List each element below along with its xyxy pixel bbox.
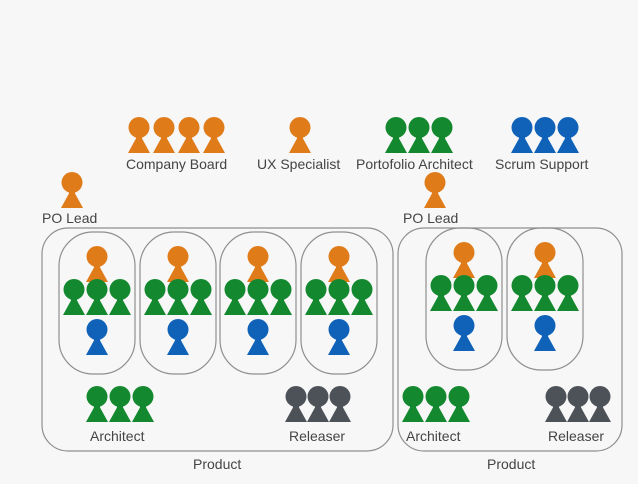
- releaser-person-icon: [567, 386, 589, 422]
- team-member-green-icon: [224, 279, 246, 315]
- team-member-green-icon: [167, 279, 189, 315]
- scrum-support-person-icon: [511, 117, 533, 153]
- ux-specialist-person-icon: [289, 117, 311, 153]
- releaser-person-icon: [329, 386, 351, 422]
- company-board-person-icon: [128, 117, 150, 153]
- po-lead-label-2: PO Lead: [403, 210, 459, 226]
- ux-specialist-label: UX Specialist: [257, 156, 341, 172]
- portfolio-architect-person-icon: [385, 117, 407, 153]
- team-member-green-icon: [247, 279, 269, 315]
- portfolio-architect-label: Portofolio Architect: [356, 156, 473, 172]
- team-member-orange-icon: [86, 246, 108, 282]
- team-member-green-icon: [430, 275, 452, 311]
- company-board-person-icon: [178, 117, 200, 153]
- architect-person-icon: [86, 386, 108, 422]
- team-member-orange-icon: [247, 246, 269, 282]
- team-member-green-icon: [476, 275, 498, 311]
- portfolio-architect-person-icon: [431, 117, 453, 153]
- team-member-orange-icon: [328, 246, 350, 282]
- releaser-person-icon: [545, 386, 567, 422]
- team-pod: [58, 231, 136, 375]
- team-member-green-icon: [305, 279, 327, 315]
- team-member-green-icon: [351, 279, 373, 315]
- team-member-blue-icon: [534, 315, 556, 351]
- po-lead-person-icon: [424, 172, 446, 208]
- architect-person-icon: [425, 386, 447, 422]
- team-member-blue-icon: [453, 315, 475, 351]
- po-lead-person-icon: [61, 172, 83, 208]
- team-member-orange-icon: [167, 246, 189, 282]
- team-member-green-icon: [190, 279, 212, 315]
- team-member-blue-icon: [328, 319, 350, 355]
- company-board-person-icon: [153, 117, 175, 153]
- scrum-support-label: Scrum Support: [495, 156, 589, 172]
- architect-person-icon: [132, 386, 154, 422]
- team-member-green-icon: [270, 279, 292, 315]
- scrum-support-person-icon: [534, 117, 556, 153]
- scrum-support-person-icon: [557, 117, 579, 153]
- team-pod: [139, 231, 217, 375]
- team-member-blue-icon: [167, 319, 189, 355]
- team-pod: [506, 227, 584, 371]
- architect-person-icon: [448, 386, 470, 422]
- team-member-green-icon: [534, 275, 556, 311]
- team-pod: [219, 231, 297, 375]
- architect-person-icon: [402, 386, 424, 422]
- architect-person-icon: [109, 386, 131, 422]
- po-lead-label-1: PO Lead: [42, 210, 98, 226]
- team-member-orange-icon: [534, 242, 556, 278]
- releaser-person-icon: [589, 386, 611, 422]
- team-member-green-icon: [144, 279, 166, 315]
- team-member-green-icon: [557, 275, 579, 311]
- releaser-person-icon: [285, 386, 307, 422]
- company-board-label: Company Board: [126, 156, 228, 172]
- team-member-green-icon: [86, 279, 108, 315]
- releaser-person-icon: [307, 386, 329, 422]
- releaser-label-2: Releaser: [548, 428, 605, 444]
- team-member-green-icon: [63, 279, 85, 315]
- product-frame-1: [41, 227, 394, 452]
- team-pod: [300, 231, 378, 375]
- team-member-green-icon: [328, 279, 350, 315]
- team-pod: [425, 227, 503, 371]
- releaser-label-1: Releaser: [289, 428, 346, 444]
- team-member-blue-icon: [247, 319, 269, 355]
- team-member-green-icon: [109, 279, 131, 315]
- portfolio-architect-person-icon: [408, 117, 430, 153]
- product-label-2: Product: [487, 456, 536, 472]
- architect-label-1: Architect: [90, 428, 145, 444]
- company-board-person-icon: [203, 117, 225, 153]
- product-frame-2: [397, 227, 623, 452]
- team-member-orange-icon: [453, 242, 475, 278]
- product-label-1: Product: [193, 456, 242, 472]
- team-member-green-icon: [511, 275, 533, 311]
- team-member-blue-icon: [86, 319, 108, 355]
- architect-label-2: Architect: [406, 428, 461, 444]
- team-member-green-icon: [453, 275, 475, 311]
